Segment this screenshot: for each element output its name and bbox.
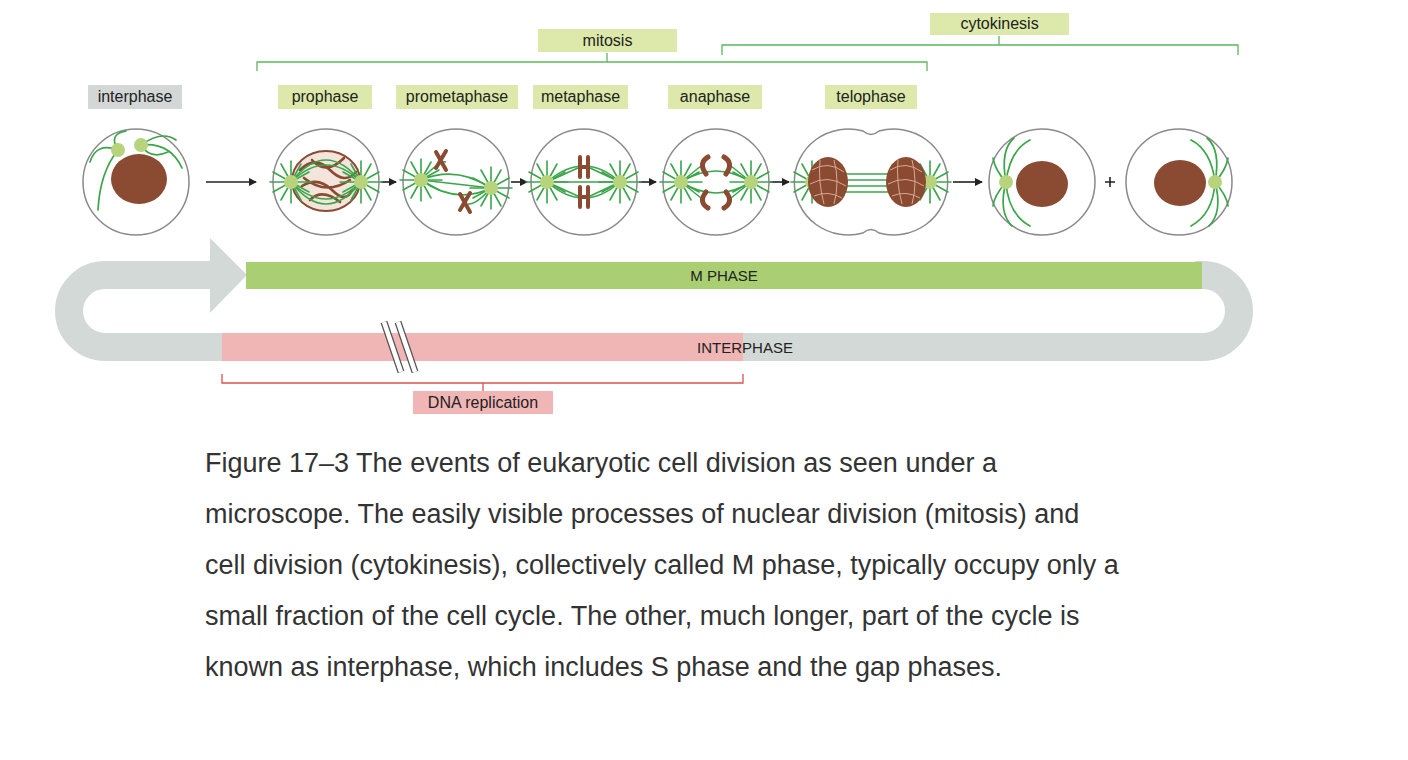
- phase-band: INTERPHASE: [270, 333, 1220, 361]
- telophase-cell-part: [808, 157, 848, 207]
- daughter-cell-part: [1208, 175, 1222, 189]
- telophase-cell-part-part: [888, 160, 924, 204]
- stage-label: interphase: [88, 85, 182, 109]
- prometaphase-cell: [400, 129, 512, 235]
- cycle-loop-part-part: [384, 322, 415, 372]
- progression-arrows-part: [1105, 177, 1115, 187]
- cytokinesis-bracket-part: [722, 36, 1238, 55]
- stage-label: prometaphase: [396, 85, 518, 109]
- daughter-cell: [989, 129, 1095, 235]
- anaphase-cell-part-part: [724, 157, 730, 174]
- label-text: telophase: [836, 88, 905, 106]
- prometaphase-cell-part: [470, 167, 512, 209]
- prometaphase-cell-part-part: [436, 151, 446, 170]
- telophase-cell-part: [794, 129, 947, 235]
- phase-label: cytokinesis: [930, 13, 1069, 35]
- prophase-cell-part-part: [291, 160, 361, 182]
- daughter-cell-part: [989, 129, 1095, 235]
- interphase-cell-part: [83, 129, 189, 235]
- mitosis-bracket-part: [257, 53, 927, 71]
- daughter-cell: [1126, 129, 1232, 235]
- prophase-cell-part-part: [291, 182, 361, 204]
- anaphase-cell-part: [730, 161, 772, 203]
- label-text: M PHASE: [690, 267, 758, 284]
- prophase-cell: [270, 129, 382, 235]
- label-text: metaphase: [541, 88, 620, 106]
- progression-arrows-part: [953, 181, 982, 183]
- label-text: INTERPHASE: [697, 339, 793, 356]
- anaphase-cell-part: [660, 161, 702, 203]
- prophase-cell-part: [270, 161, 312, 203]
- prophase-cell-part: [292, 151, 360, 211]
- cycle-loop: [69, 238, 1239, 372]
- metaphase-cell: [526, 129, 641, 235]
- daughter-cell-part: [1016, 161, 1068, 207]
- metaphase-cell-part-part: [580, 187, 588, 207]
- telophase-cell-part-part: [810, 160, 846, 204]
- telophase-cell-part: [810, 160, 924, 204]
- dna-replication-bracket-part: [222, 374, 743, 391]
- interphase-cell-part: [111, 154, 167, 204]
- telophase-cell: [791, 129, 951, 235]
- daughter-cell-part: [1126, 129, 1232, 235]
- stage-label: metaphase: [533, 85, 628, 109]
- mitosis-bracket: [257, 53, 927, 71]
- cycle-loop-part: [210, 238, 247, 313]
- stage-label: prophase: [278, 85, 372, 109]
- progression-arrows-part: [511, 181, 527, 183]
- cycle-loop-part: [222, 333, 743, 361]
- progression-arrows-part: [381, 181, 396, 183]
- metaphase-cell-part: [526, 161, 568, 203]
- daughter-cell-part: [1154, 160, 1206, 206]
- metaphase-cell-part: [599, 161, 641, 203]
- anaphase-cell-part: [702, 157, 729, 208]
- phase-band: M PHASE: [246, 262, 1202, 289]
- anaphase-cell-part-part: [702, 192, 708, 208]
- process-label: DNA replication: [413, 391, 553, 414]
- cytokinesis-bracket: [722, 36, 1238, 55]
- anaphase-cell-part-part: [724, 192, 730, 208]
- prometaphase-cell-part-part: [421, 180, 491, 188]
- label-text: cytokinesis: [960, 15, 1038, 33]
- prophase-cell-part-part: [291, 165, 361, 182]
- phase-label: mitosis: [538, 29, 677, 52]
- label-text: interphase: [98, 88, 173, 106]
- interphase-cell-part: [111, 143, 125, 157]
- daughter-cell-part: [999, 175, 1013, 189]
- interphase-cell-part: [134, 138, 148, 152]
- metaphase-cell-part-part: [580, 157, 588, 177]
- stage-label: telophase: [825, 85, 917, 109]
- progression-arrows-part: [770, 181, 789, 183]
- progression-arrows-part: [206, 181, 256, 183]
- label-text: mitosis: [583, 32, 633, 50]
- metaphase-cell-part: [580, 157, 588, 207]
- interphase-cell: [83, 129, 189, 235]
- dna-replication-bracket: [222, 374, 743, 391]
- anaphase-cell: [660, 129, 772, 235]
- interphase-cell-part: [90, 131, 182, 210]
- label-text: anaphase: [680, 88, 750, 106]
- metaphase-cell-part-part: [547, 167, 620, 182]
- label-text: prophase: [292, 88, 359, 106]
- prophase-cell-part: [340, 161, 382, 203]
- cycle-loop-part: [384, 322, 415, 372]
- prophase-cell-part-part: [291, 182, 361, 199]
- metaphase-cell-part-part: [547, 182, 620, 197]
- prometaphase-cell-part-part: [460, 193, 470, 212]
- figure-caption: Figure 17–3 The events of eukaryotic cel…: [205, 438, 1120, 693]
- cycle-loop-part-part: [384, 322, 415, 372]
- prometaphase-cell-part: [436, 151, 470, 212]
- telophase-cell-part: [886, 157, 926, 207]
- stage-label: anaphase: [668, 85, 762, 109]
- label-text: prometaphase: [406, 88, 508, 106]
- label-text: DNA replication: [428, 394, 538, 412]
- anaphase-cell-part-part: [702, 157, 708, 174]
